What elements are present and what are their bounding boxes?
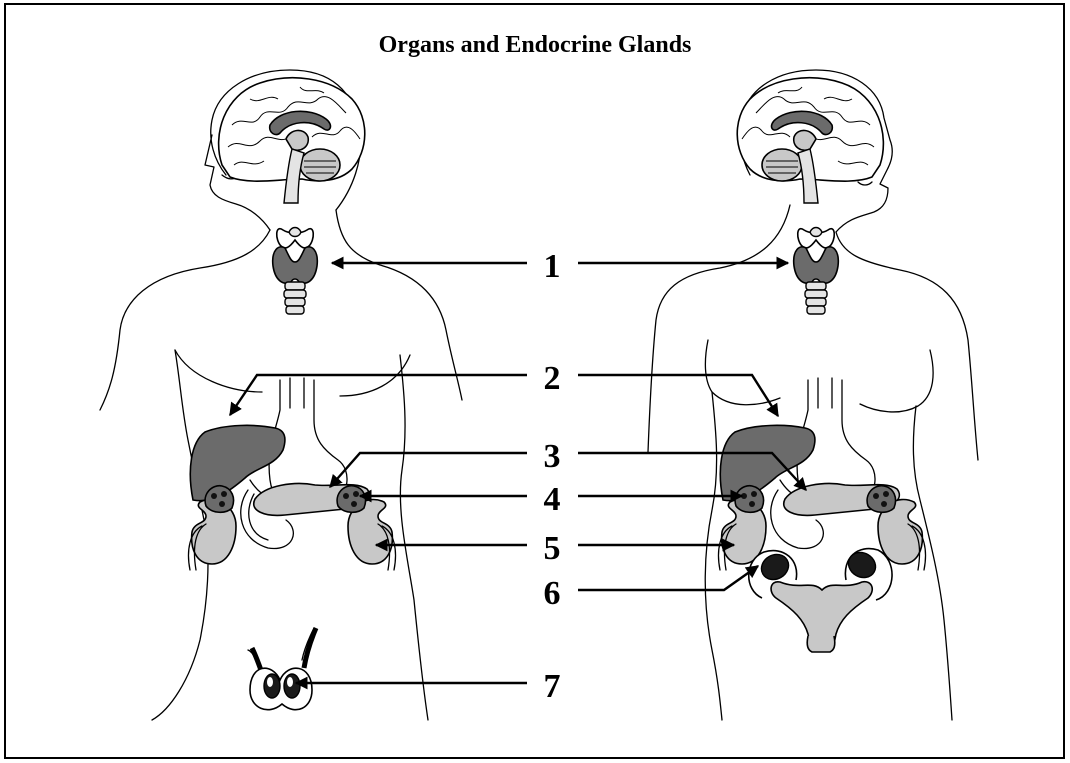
testes <box>248 628 316 710</box>
female-figure <box>648 70 978 720</box>
label-2: 2 <box>544 360 561 397</box>
label-5: 5 <box>544 530 561 567</box>
label-5-group: 5 <box>376 530 734 567</box>
label-7: 7 <box>544 668 561 705</box>
label-3: 3 <box>544 438 561 475</box>
male-figure <box>100 70 462 720</box>
label-4: 4 <box>544 481 561 518</box>
uterus-and-ovaries <box>749 548 892 652</box>
label-2-group: 2 <box>230 360 778 416</box>
label-7-group: 7 <box>296 668 561 705</box>
label-4-group: 4 <box>360 481 742 518</box>
label-1-group: 1 <box>332 248 788 285</box>
label-6: 6 <box>544 575 561 612</box>
label-6-group: 6 <box>544 566 759 612</box>
label-1: 1 <box>544 248 561 285</box>
